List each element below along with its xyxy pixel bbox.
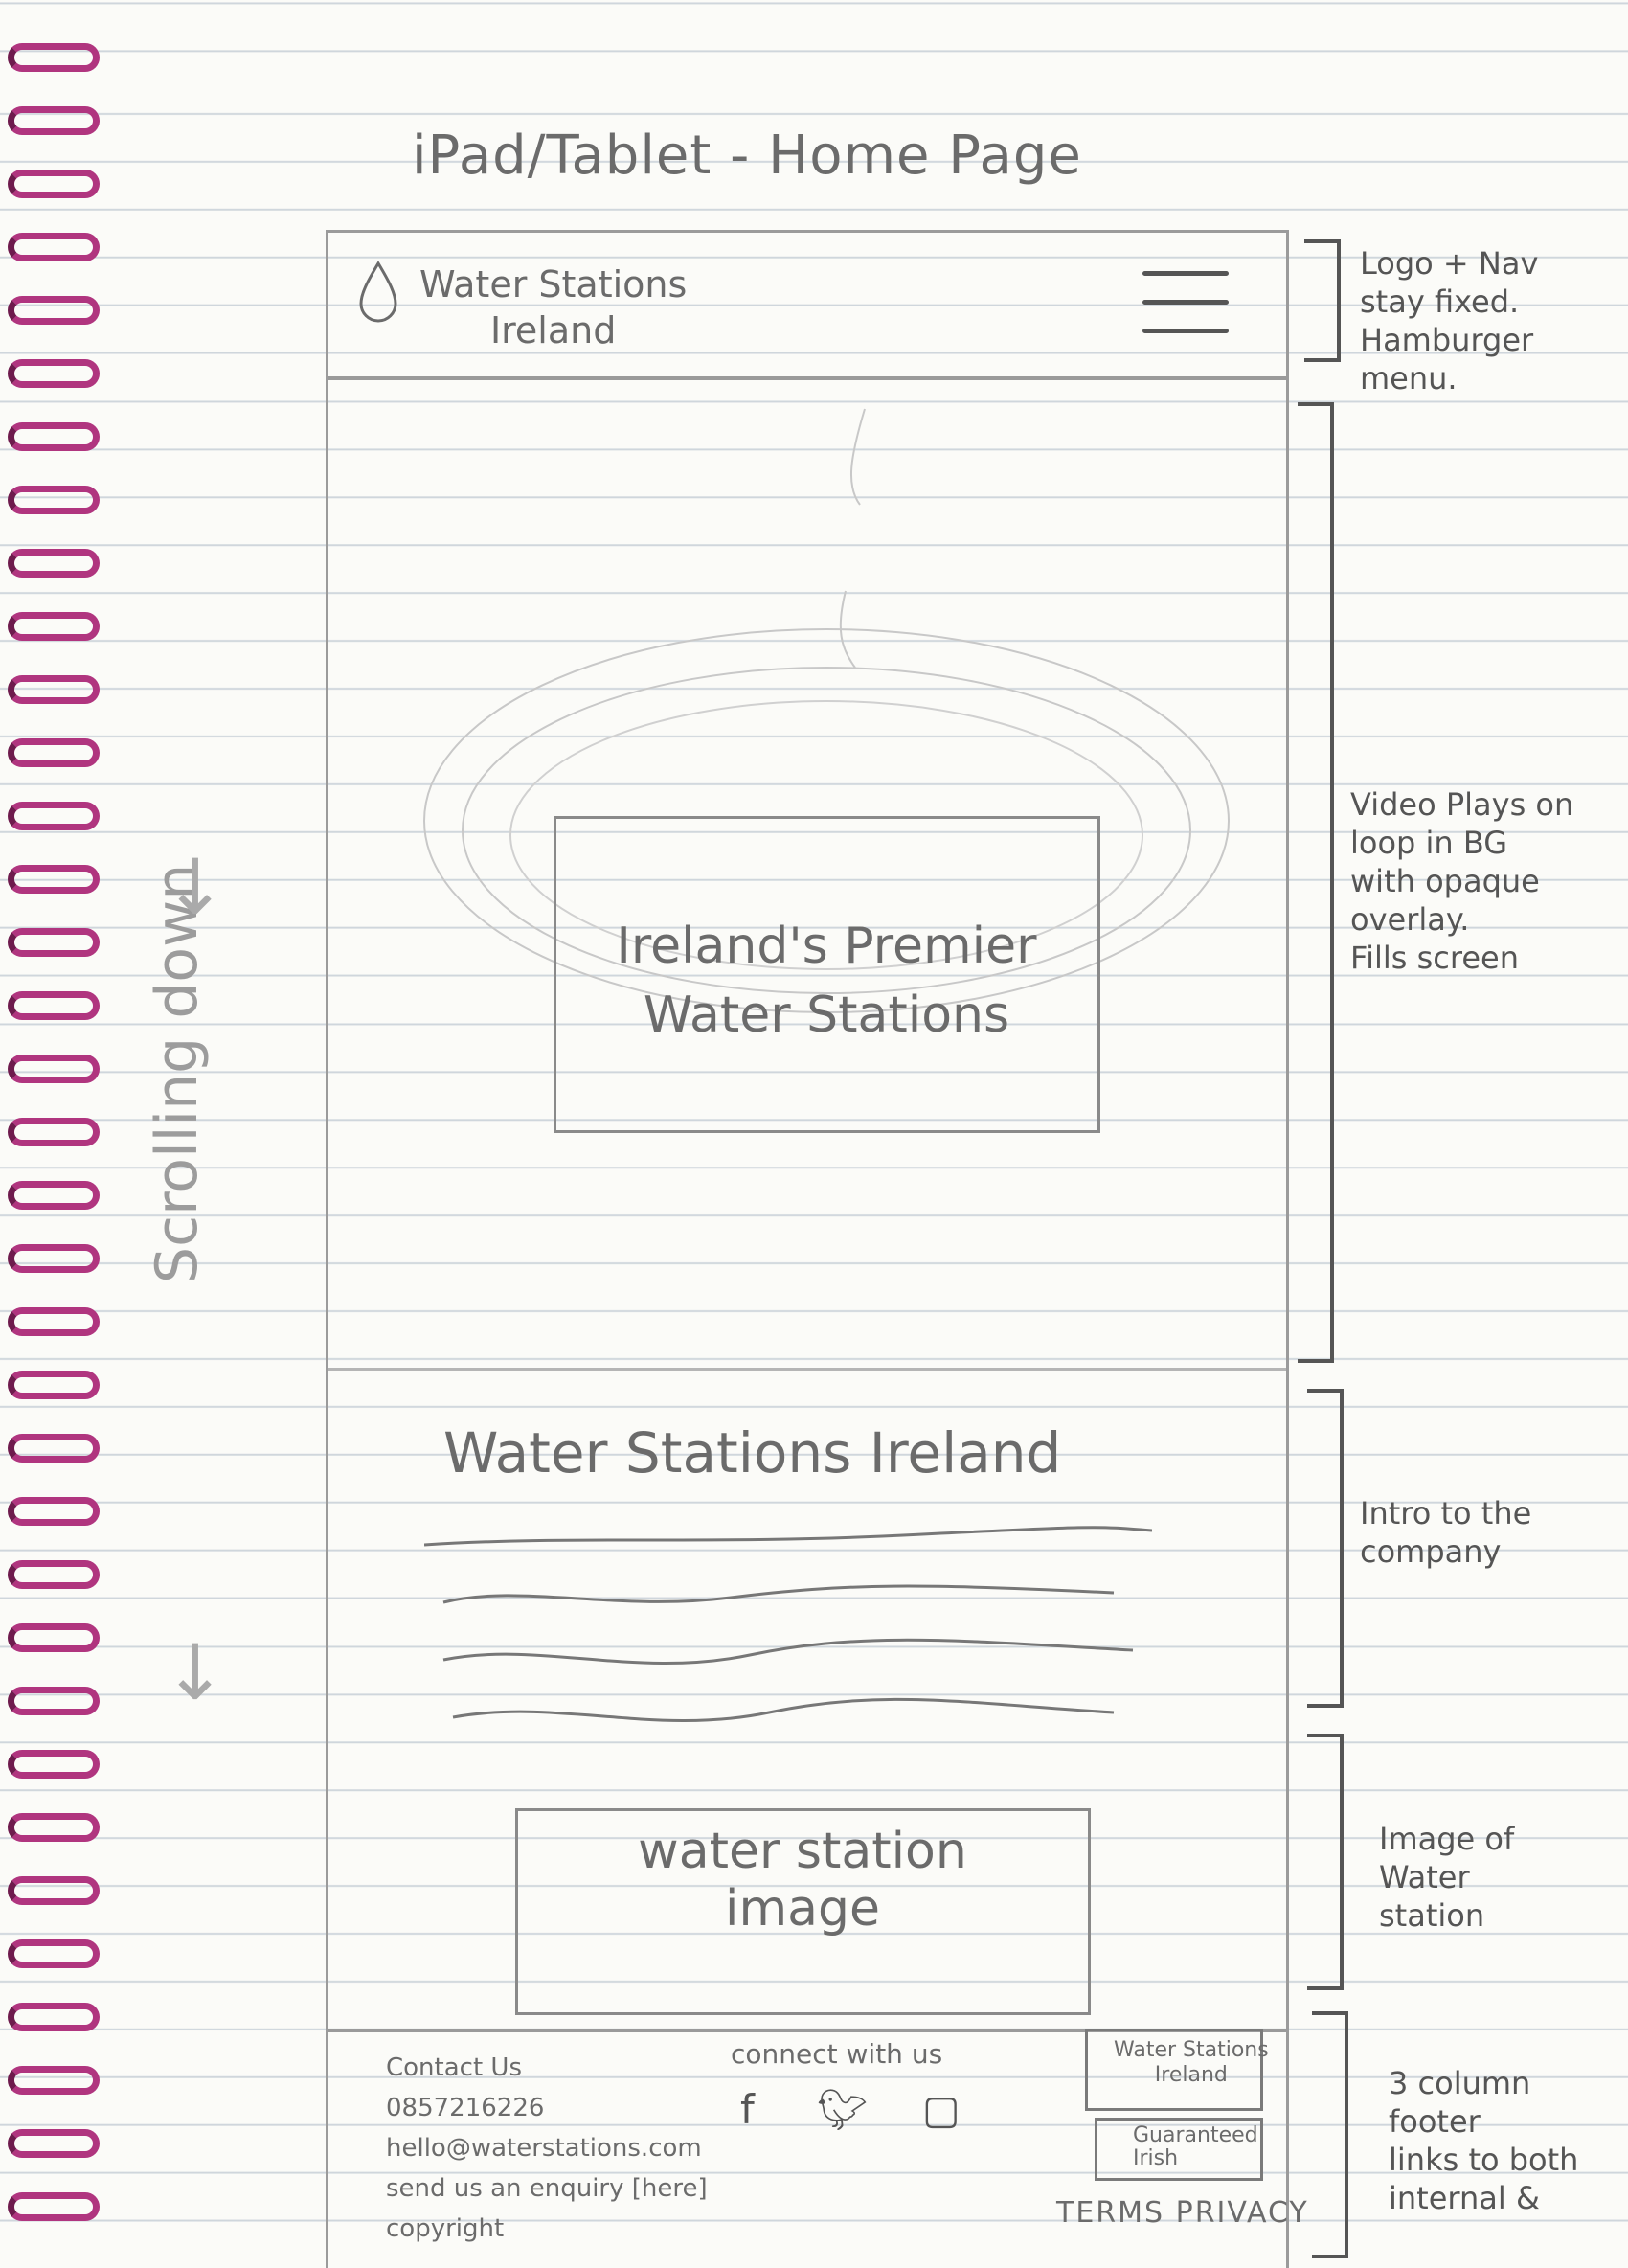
connect-title: connect with us xyxy=(731,2038,943,2070)
intro-bracket xyxy=(1307,1389,1344,1708)
binding-ring xyxy=(8,612,100,641)
binding-ring xyxy=(8,1497,100,1526)
down-arrow-icon: ↓ xyxy=(163,843,228,932)
intro-text-squiggles xyxy=(424,1526,1152,1723)
twitter-icon[interactable]: 🐦︎ xyxy=(817,2086,869,2133)
footer-logo-line-2: Ireland xyxy=(1154,2063,1228,2087)
contact-phone[interactable]: 0857216226 xyxy=(386,2094,545,2122)
legal-links: TERMS PRIVACY xyxy=(1056,2196,1309,2230)
binding-ring xyxy=(8,1560,100,1589)
copyright: copyright xyxy=(386,2214,505,2243)
binding-ring xyxy=(8,865,100,894)
facebook-icon[interactable]: f xyxy=(740,2086,755,2133)
terms-link[interactable]: TERMS xyxy=(1056,2196,1165,2230)
hero-heading: Ireland's Premier Water Stations xyxy=(597,912,1056,1050)
image-label-line-2: image xyxy=(725,1880,880,1938)
hero-line-1: Ireland's Premier xyxy=(616,918,1037,975)
logo-line-2: Ireland xyxy=(489,309,617,352)
binding-ring xyxy=(8,1687,100,1715)
water-ripple-sketch xyxy=(423,408,1230,1013)
hero-line-2: Water Stations xyxy=(643,987,1010,1044)
instagram-icon[interactable]: ▢ xyxy=(922,2086,961,2133)
binding-ring xyxy=(8,43,100,72)
nav-bracket xyxy=(1304,239,1341,362)
footer-note: 3 column footer links to both internal & xyxy=(1389,2065,1579,2216)
image-label-line-1: water station xyxy=(638,1823,967,1880)
guaranteed-line-1: Guaranteed xyxy=(1133,2123,1258,2147)
image-placeholder-label: water station image xyxy=(577,1823,1028,1938)
binding-ring xyxy=(8,2066,100,2095)
down-arrow-icon: ↓ xyxy=(163,1628,228,1717)
binding-ring xyxy=(8,1181,100,1210)
binding-ring xyxy=(8,2192,100,2221)
footer-logo-text: Water Stations Ireland xyxy=(1114,2038,1269,2088)
binding-ring xyxy=(8,802,100,830)
tablet-wireframe: Water Stations Ireland Ireland's Premier… xyxy=(326,230,1307,2268)
water-station-image-placeholder xyxy=(515,1808,1091,2015)
navbar: Water Stations Ireland xyxy=(328,233,1286,380)
enquiry-link[interactable]: send us an enquiry [here] xyxy=(386,2174,708,2203)
page-title: iPad/Tablet - Home Page xyxy=(412,125,1082,187)
nav-note: Logo + Nav stay fixed. Hamburger menu. xyxy=(1360,245,1539,397)
binding-ring xyxy=(8,738,100,767)
binding-ring xyxy=(8,1939,100,1968)
image-note: Image of Water station xyxy=(1379,1821,1515,1934)
hamburger-menu-icon[interactable] xyxy=(1142,271,1229,357)
binding-ring xyxy=(8,1876,100,1905)
binding-ring xyxy=(8,106,100,135)
binding-ring xyxy=(8,233,100,261)
binding-ring xyxy=(8,296,100,325)
guaranteed-irish-badge[interactable] xyxy=(1095,2118,1263,2181)
binding-ring xyxy=(8,359,100,388)
water-drop-icon xyxy=(359,261,397,323)
binding-ring xyxy=(8,675,100,704)
spiral-binding xyxy=(0,0,105,2266)
binding-ring xyxy=(8,928,100,957)
contact-email[interactable]: hello@waterstations.com xyxy=(386,2134,702,2163)
intro-note: Intro to the company xyxy=(1360,1495,1532,1570)
binding-ring xyxy=(8,1371,100,1399)
hero-note: Video Plays on loop in BG with opaque ov… xyxy=(1350,786,1574,976)
binding-ring xyxy=(8,1813,100,1842)
nav-logo-text[interactable]: Water Stations Ireland xyxy=(419,261,687,353)
binding-ring xyxy=(8,170,100,198)
image-bracket xyxy=(1307,1734,1344,1990)
binding-ring xyxy=(8,1434,100,1463)
binding-ring xyxy=(8,486,100,514)
section-divider xyxy=(328,1368,1286,1371)
binding-ring xyxy=(8,1307,100,1336)
footer-contact-column: Contact Us 0857216226 hello@waterstation… xyxy=(386,2048,708,2249)
guaranteed-irish-text: Guaranteed Irish xyxy=(1133,2124,1258,2170)
logo-line-1: Water Stations xyxy=(419,263,688,306)
footer-logo-box[interactable] xyxy=(1085,2029,1263,2111)
binding-ring xyxy=(8,422,100,451)
binding-ring xyxy=(8,1055,100,1083)
hero-bracket xyxy=(1298,402,1334,1363)
hero-video-section: Ireland's Premier Water Stations xyxy=(328,380,1286,1352)
binding-ring xyxy=(8,1623,100,1652)
hero-text-box xyxy=(554,816,1100,1133)
contact-title: Contact Us xyxy=(386,2053,522,2082)
footer-logo-line-1: Water Stations xyxy=(1114,2038,1269,2062)
intro-title: Water Stations Ireland xyxy=(443,1420,1062,1486)
privacy-link[interactable]: PRIVACY xyxy=(1175,2196,1309,2230)
guaranteed-line-2: Irish xyxy=(1133,2146,1179,2170)
binding-ring xyxy=(8,549,100,578)
footer-bracket xyxy=(1312,2011,1348,2258)
binding-ring xyxy=(8,1244,100,1273)
footer-divider xyxy=(328,2029,1286,2032)
binding-ring xyxy=(8,1750,100,1779)
binding-ring xyxy=(8,1118,100,1146)
binding-ring xyxy=(8,991,100,1020)
binding-ring xyxy=(8,2003,100,2031)
binding-ring xyxy=(8,2129,100,2158)
